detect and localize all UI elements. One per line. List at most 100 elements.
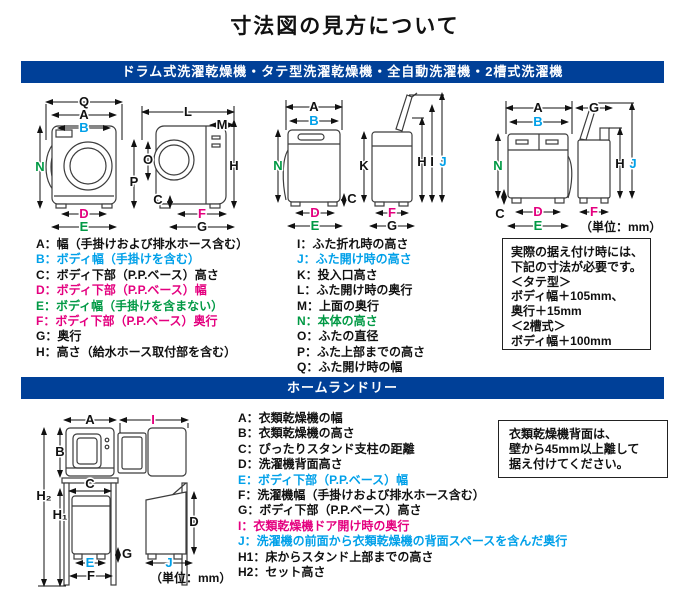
dim-label: I xyxy=(151,412,155,427)
dim-label: H xyxy=(417,154,426,169)
vertical-side-dimensions: K H I J F G xyxy=(358,92,448,235)
dim-label: D xyxy=(310,205,319,220)
legend-item: D：ボディ下部（P.P.ベース）幅 xyxy=(36,283,207,298)
dim-label: B xyxy=(79,120,88,135)
dim-label: D xyxy=(189,514,198,529)
twin-front-dimensions: A B N C D E xyxy=(492,99,573,235)
vertical-side-machine-drawing xyxy=(371,92,418,207)
note-line: 壁から45mm以上離して xyxy=(509,442,640,457)
note-box-installation: 実際の据え付け時には、 下記の寸法が必要です。 ＜タテ型＞ ボディ幅＋105mm… xyxy=(502,238,651,350)
legend-item: H2：セット高さ xyxy=(238,565,326,580)
legend-item: E：ボディ下部（P.P.ベース）幅 xyxy=(238,472,409,487)
dim-label: Q xyxy=(79,94,89,109)
dim-label: J xyxy=(439,154,446,169)
legend-item: C：ぴったりスタンド支柱の距離 xyxy=(238,441,415,456)
dim-label: H₂ xyxy=(36,488,51,503)
page-title: 寸法図の見方について xyxy=(230,15,460,38)
dim-label: B xyxy=(55,444,64,459)
note-line: ＜2槽式＞ xyxy=(511,318,566,333)
legend-item: H：高さ（給水ホース取付部を含む） xyxy=(36,344,237,359)
dim-label: A xyxy=(79,107,89,122)
note-line: 据え付けてください。 xyxy=(509,457,629,472)
note-line: 奥行＋15mm xyxy=(511,304,582,319)
dim-label: E xyxy=(311,218,320,233)
legend-item: I：ふた折れ時の高さ xyxy=(297,237,409,251)
drum-front-machine-drawing xyxy=(45,125,117,209)
dim-label: H xyxy=(615,156,624,171)
legend-item: D：洗濯機背面高さ xyxy=(238,457,343,472)
twin-front-machine-drawing xyxy=(507,133,573,204)
drum-front-dimensions: Q A B N D E xyxy=(34,93,123,236)
legend-item: A：衣類乾燥機の幅 xyxy=(238,411,343,425)
dim-label: B xyxy=(533,114,542,129)
section1-legend-left: A：幅（手掛けおよび排水ホース含む） B：ボディ幅（手掛けを含む） C：ボディ下… xyxy=(36,237,248,360)
note-line: ＜タテ型＞ xyxy=(511,274,572,289)
laundry-side-dimensions: I D J xyxy=(119,411,200,572)
dim-label: J xyxy=(165,555,172,570)
dim-label: G xyxy=(589,100,599,115)
legend-item: H1：床からスタンド上部までの高さ xyxy=(238,549,434,564)
dim-label: D xyxy=(79,206,88,221)
vertical-front-machine-drawing xyxy=(282,129,341,207)
drum-side-dimensions: L M O P H C F G xyxy=(128,103,240,236)
dim-label: C xyxy=(495,206,505,221)
legend-item: B：衣類乾燥機の高さ xyxy=(238,426,355,441)
laundry-front-machine-drawing xyxy=(61,427,119,586)
note-box-dryer-clearance: 衣類乾燥機背面は、 壁から45mm以上離して 据え付けてください。 xyxy=(498,420,668,478)
dim-label: H xyxy=(229,158,238,173)
unit-label-section2: （単位：mm） xyxy=(150,570,231,585)
note-line: 衣類乾燥機背面は、 xyxy=(509,427,618,441)
legend-item: M：上面の奥行 xyxy=(297,298,379,313)
legend-item: J：ふた開け時の高さ xyxy=(297,252,412,267)
dim-label: C xyxy=(153,192,163,207)
section1-header-bar: ドラム式洗濯乾燥機・タテ型洗濯乾燥機・全自動洗濯機・2槽式洗濯機 xyxy=(21,61,664,83)
dim-label: B xyxy=(309,113,318,128)
legend-item: P：ふた上部までの高さ xyxy=(297,344,426,359)
dim-label: N xyxy=(35,159,44,174)
section2-header-bar: ホームランドリー xyxy=(21,377,664,399)
dim-label: L xyxy=(184,104,192,119)
dim-label: O xyxy=(143,152,153,167)
drum-side-machine-drawing xyxy=(153,125,227,209)
legend-item: Q：ふた開け時の幅 xyxy=(297,360,403,375)
laundry-front-dimensions: A B H₂ H₁ C E F G xyxy=(35,411,134,587)
dim-label: F xyxy=(87,568,95,583)
section2-legend: A：衣類乾燥機の幅 B：衣類乾燥機の高さ C：ぴったりスタンド支柱の距離 D：洗… xyxy=(238,411,567,580)
legend-item: O：ふたの直径 xyxy=(297,329,379,344)
laundry-side-machine-drawing xyxy=(117,427,188,586)
legend-item: A：幅（手掛けおよび排水ホース含む） xyxy=(36,237,249,251)
dim-label: A xyxy=(85,412,95,427)
dim-label: F xyxy=(388,205,396,220)
legend-item: K：投入口高さ xyxy=(297,267,378,282)
dim-label: H₁ xyxy=(53,507,68,522)
legend-item: N：本体の高さ xyxy=(297,314,378,329)
dim-label: G xyxy=(197,219,207,234)
legend-item: J：洗濯機の前面から衣類乾燥機の背面スペースを含んだ奥行 xyxy=(238,534,568,549)
dim-label: F xyxy=(590,204,598,219)
legend-item: I：衣類乾燥機ドア開け時の奥行 xyxy=(238,518,410,533)
dim-label: D xyxy=(533,204,542,219)
legend-item: F：ボディ下部（P.P.ベース）奥行 xyxy=(36,314,218,329)
legend-item: L：ふた開け時の奥行 xyxy=(297,283,413,298)
dim-label: G xyxy=(122,546,132,561)
dim-label: A xyxy=(309,99,319,114)
dim-label: K xyxy=(359,158,369,173)
dim-label: M xyxy=(217,117,228,132)
dim-label: P xyxy=(130,174,139,189)
dim-label: I xyxy=(430,154,434,169)
dim-label: E xyxy=(534,218,543,233)
dim-label: A xyxy=(533,100,543,115)
unit-label-section1: （単位：mm） xyxy=(580,219,661,234)
legend-item: G：ボディ下部（P.P.ベース）高さ xyxy=(238,503,422,518)
dim-label: E xyxy=(86,555,95,570)
legend-item: F：洗濯機幅（手掛けおよび排水ホース含む） xyxy=(238,488,485,503)
note-line: ボディ幅＋105mm、 xyxy=(511,289,624,304)
twin-side-dimensions: G H J F xyxy=(575,99,638,221)
legend-item: B：ボディ幅（手掛けを含む） xyxy=(36,252,200,267)
dim-label: C xyxy=(85,476,95,491)
legend-item: E：ボディ幅（手掛けを含まない） xyxy=(36,298,224,313)
twin-side-machine-drawing xyxy=(577,104,611,204)
dim-label: E xyxy=(80,219,89,234)
note-line: ボディ幅＋100mm xyxy=(511,333,612,348)
